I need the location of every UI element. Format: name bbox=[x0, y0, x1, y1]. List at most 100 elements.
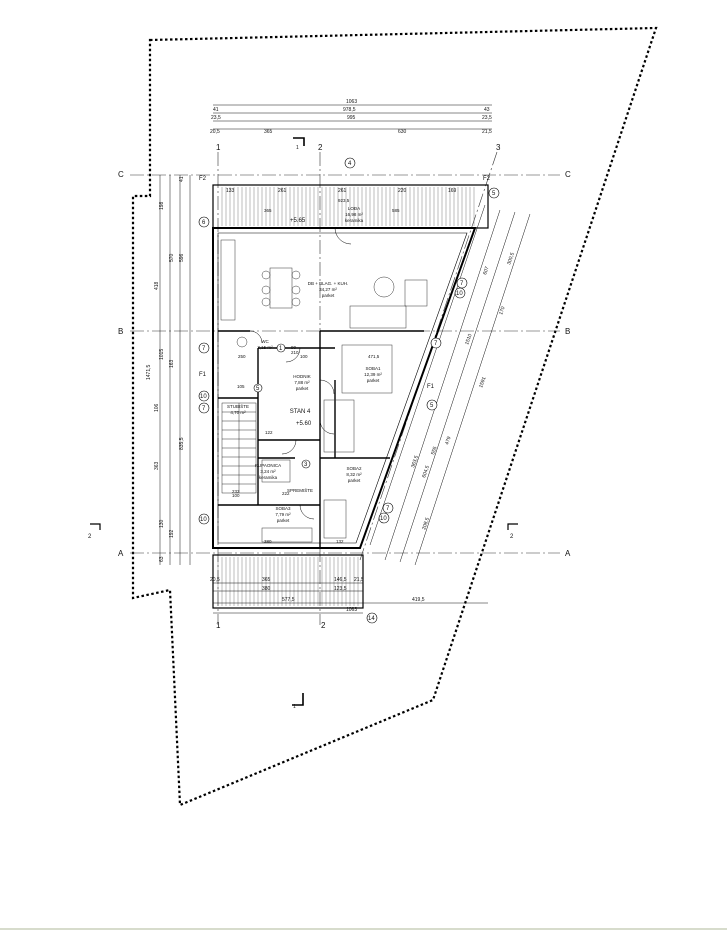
bubble-7-b: 7 bbox=[202, 406, 206, 412]
left-dimensions bbox=[159, 175, 191, 565]
loggia-dim-1: 133 bbox=[226, 188, 235, 194]
section-marker-north: 1 bbox=[293, 137, 305, 151]
bottom-dim-r1-d: 21,5 bbox=[354, 577, 364, 583]
axis-label-f2-left: F2 bbox=[199, 176, 207, 182]
room-storage-name: SPREMIŠTE bbox=[287, 487, 313, 493]
room-hall-name: HODNIK bbox=[293, 374, 311, 379]
bathtub bbox=[261, 459, 291, 483]
axis-labels: C C B B A A 1 2 3 1 2 F2 F2 F1 F1 bbox=[118, 143, 571, 630]
inner-dim-labels: 365 585 923,5 471,5 250 100 90 210 105 1… bbox=[232, 198, 400, 544]
bubble-10-d: 10 bbox=[380, 516, 387, 522]
room-bed2-floor: parket bbox=[348, 478, 361, 483]
bottom-dim-r3: 577,5 bbox=[282, 597, 295, 603]
room-bed1-floor: parket bbox=[367, 378, 380, 383]
inner-dim-12: 100 bbox=[232, 493, 240, 498]
right-dim-7: 555 bbox=[430, 446, 438, 456]
desk-2 bbox=[323, 499, 347, 539]
level-flat: +5.60 bbox=[296, 421, 312, 427]
interior-walls bbox=[218, 330, 424, 548]
left-dim-5: 596 bbox=[179, 253, 185, 262]
inner-dim-1: 585 bbox=[392, 208, 400, 213]
room-hall-floor: parket bbox=[296, 386, 309, 391]
axis-label-3-top: 3 bbox=[496, 143, 501, 152]
bubble-5-top: 5 bbox=[492, 191, 496, 197]
bubble-7-e: 7 bbox=[386, 506, 390, 512]
bed-3 bbox=[261, 527, 313, 543]
section-marker-south: 1 bbox=[292, 693, 304, 710]
right-dim-0: 607 bbox=[482, 266, 490, 276]
doors bbox=[249, 227, 352, 520]
bubble-5-mid: 5 bbox=[430, 403, 434, 409]
axis-label-b-left: B bbox=[118, 327, 123, 336]
left-dim-3: 418 bbox=[154, 281, 160, 290]
room-living-area: 34,27 m² bbox=[319, 287, 337, 292]
room-bed2-area: 8,32 m² bbox=[346, 472, 362, 477]
sofa bbox=[349, 305, 407, 329]
right-dim-4: 208,5 bbox=[421, 517, 431, 531]
axis-label-b-right: B bbox=[565, 327, 570, 336]
bottom-divider bbox=[0, 928, 727, 930]
level-terrace: +5.65 bbox=[290, 218, 306, 224]
room-bath-name: KUPAONICA bbox=[255, 463, 281, 468]
top-dim-r4-left: 20,5 bbox=[210, 129, 220, 135]
bottom-dim-right: 419,5 bbox=[412, 597, 425, 603]
right-dim-6: 363,5 bbox=[410, 455, 420, 469]
bubble-7-c: 7 bbox=[460, 281, 464, 287]
axis-label-2-top: 2 bbox=[318, 143, 323, 152]
room-bed3-name: SOBA3 bbox=[275, 506, 291, 511]
bed-1 bbox=[341, 344, 393, 394]
top-dim-r3-left: 23,5 bbox=[211, 115, 221, 121]
section-marker-left-label: 2 bbox=[88, 534, 92, 540]
wardrobe-1 bbox=[323, 399, 355, 453]
room-bath-area: 3,24 m² bbox=[260, 469, 276, 474]
room-unit-name: STAN 4 bbox=[290, 409, 311, 415]
room-stairs-area: 4,70 m² bbox=[230, 410, 246, 415]
plot-boundary bbox=[131, 26, 658, 807]
loggia-dims: 133 261 261 220 169 bbox=[226, 188, 457, 194]
axis-label-1-top: 1 bbox=[216, 143, 221, 152]
right-dim-8: 479 bbox=[444, 436, 452, 446]
wc-pan bbox=[236, 336, 248, 348]
bubble-10-c: 10 bbox=[456, 291, 463, 297]
inner-dim-8: 105 bbox=[237, 384, 245, 389]
inner-dim-5: 100 bbox=[300, 354, 308, 359]
bubble-14: 14 bbox=[368, 616, 375, 622]
loggia-dim-2: 261 bbox=[278, 188, 287, 194]
inner-dim-0: 365 bbox=[264, 208, 272, 213]
room-bed3-area: 7,79 m² bbox=[275, 512, 291, 517]
bubble-6: 6 bbox=[202, 220, 206, 226]
section-marker-north-label: 1 bbox=[296, 145, 299, 151]
room-labels: LOĐA 16,98 m² keramika DB + BLAG. + KUH.… bbox=[227, 206, 382, 523]
left-dim-11: 130 bbox=[159, 519, 165, 528]
bottom-dim-r4: 1063 bbox=[346, 607, 357, 613]
axis-label-c-right: C bbox=[565, 170, 571, 179]
right-dim-9: 604,5 bbox=[421, 465, 431, 479]
left-dim-labels: 41 198 570 418 1471,5 596 1015 106 363 8… bbox=[146, 176, 185, 562]
bottom-dim-r2-b: 123,5 bbox=[334, 586, 347, 592]
bubble-5-hall: 5 bbox=[256, 386, 260, 392]
top-dim-r4-a: 365 bbox=[264, 129, 273, 135]
inner-dim-14: 132 bbox=[336, 539, 344, 544]
right-dim-2: 1510 bbox=[464, 333, 473, 346]
room-living-floor: parket bbox=[322, 293, 335, 298]
loggia-dim-3: 261 bbox=[338, 188, 347, 194]
inner-dim-2: 923,5 bbox=[338, 198, 350, 203]
loggia-dim-5: 169 bbox=[448, 188, 457, 194]
axis-label-f2-right: F2 bbox=[483, 176, 491, 182]
left-dim-10: 163 bbox=[169, 359, 175, 368]
inner-wall-face bbox=[217, 232, 468, 544]
bubble-7-a: 7 bbox=[202, 346, 206, 352]
top-dim-overall: 1063 bbox=[346, 99, 357, 105]
right-dim-5: 170 bbox=[498, 306, 506, 316]
bubble-10-a: 10 bbox=[200, 394, 207, 400]
bottom-dim-r2-a: 380 bbox=[262, 586, 271, 592]
furniture bbox=[220, 239, 428, 543]
bubble-10-b: 10 bbox=[200, 517, 207, 523]
top-dimensions: 1063 41 978,5 43 23,5 995 23,5 20,5 365 … bbox=[210, 99, 492, 135]
bottom-dim-r1-c: 146,5 bbox=[334, 577, 347, 583]
bubble-4: 4 bbox=[348, 161, 352, 167]
axis-label-f1-right: F1 bbox=[427, 384, 435, 390]
section-marker-left: 2 bbox=[88, 523, 101, 540]
inner-dim-4: 250 bbox=[238, 354, 246, 359]
